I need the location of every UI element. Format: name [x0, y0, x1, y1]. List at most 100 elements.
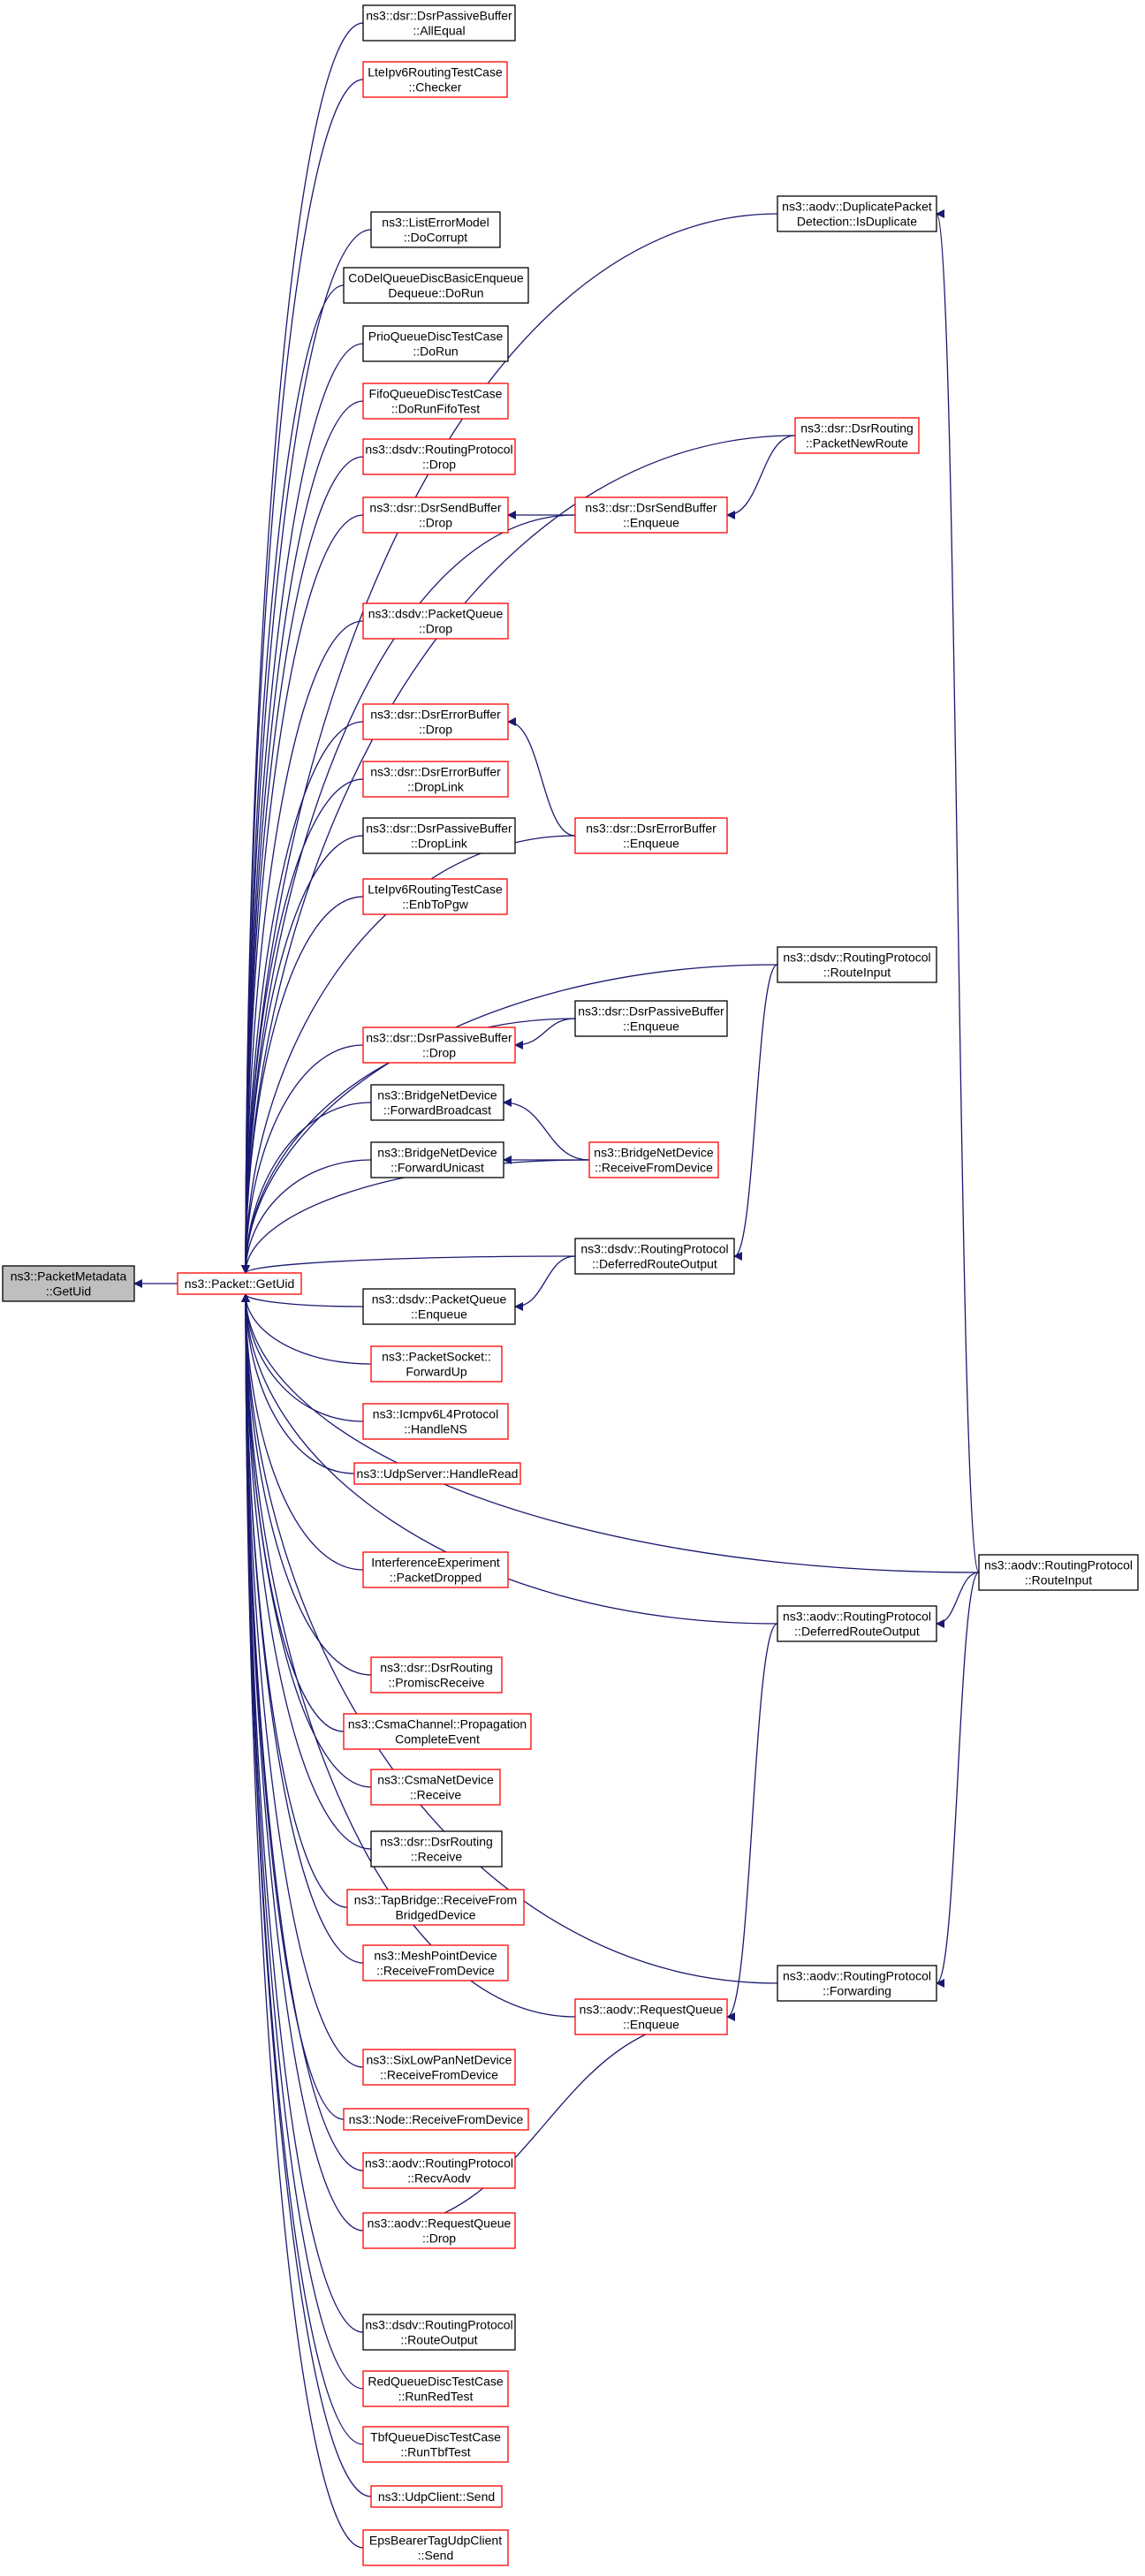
node-label: ns3::UdpServer::HandleRead	[357, 1466, 519, 1481]
node-d6[interactable]: ns3::aodv::RequestQueue::Enqueue	[574, 1998, 728, 2035]
node-d4[interactable]: ns3::BridgeNetDevice::ReceiveFromDevice	[588, 1141, 719, 1178]
node-label: ns3::CsmaNetDevice	[377, 1773, 494, 1787]
node-d1[interactable]: ns3::dsr::DsrSendBuffer::Enqueue	[574, 496, 728, 534]
call-edge-c31-to-getuid	[241, 1293, 364, 2231]
node-label: ns3::dsdv::RoutingProtocol	[365, 443, 512, 457]
call-edge-c29-to-getuid	[241, 1293, 345, 2120]
node-c30[interactable]: ns3::aodv::RoutingProtocol::RecvAodv	[362, 2152, 516, 2189]
node-label: ns3::dsdv::RoutingProtocol	[580, 1242, 728, 1256]
node-c11[interactable]: ns3::dsr::DsrErrorBuffer::DropLink	[362, 761, 509, 798]
node-label: ::DeferredRouteOutput	[794, 1625, 920, 1639]
node-box	[343, 2108, 529, 2131]
call-edge-c19-to-getuid	[241, 1293, 364, 1422]
node-c20[interactable]: ns3::UdpServer::HandleRead	[353, 1462, 521, 1485]
node-getuid[interactable]: ns3::Packet::GetUid	[177, 1272, 302, 1295]
node-box	[343, 267, 529, 304]
node-label: EpsBearerTagUdpClient	[369, 2534, 502, 2548]
node-label: ::Drop	[419, 622, 452, 636]
node-box	[362, 2426, 509, 2463]
node-label: PrioQueueDiscTestCase	[368, 330, 504, 344]
node-label: ns3::Icmpv6L4Protocol	[373, 1407, 498, 1421]
call-edge-c3-to-getuid	[241, 229, 372, 1274]
node-e3[interactable]: ns3::dsdv::RoutingProtocol::RouteInput	[777, 946, 937, 983]
node-c29[interactable]: ns3::Node::ReceiveFromDevice	[343, 2108, 529, 2131]
node-c2[interactable]: LteIpv6RoutingTestCase::Checker	[362, 61, 508, 98]
node-label: ns3::dsr::DsrPassiveBuffer	[366, 822, 512, 836]
node-c8[interactable]: ns3::dsr::DsrSendBuffer::Drop	[362, 496, 509, 534]
node-e4[interactable]: ns3::aodv::RoutingProtocol::DeferredRout…	[777, 1605, 937, 1642]
node-c5[interactable]: PrioQueueDiscTestCase::DoRun	[362, 325, 509, 362]
node-d3[interactable]: ns3::dsr::DsrPassiveBuffer::Enqueue	[574, 1000, 728, 1037]
node-c14[interactable]: ns3::dsr::DsrPassiveBuffer::Drop	[362, 1027, 516, 1064]
node-label: ::Receive	[410, 1788, 462, 1802]
call-edge-c20-to-getuid	[241, 1293, 355, 1474]
node-label: ns3::SixLowPanNetDevice	[367, 2053, 512, 2067]
node-label: ::Drop	[422, 2231, 456, 2246]
node-c32[interactable]: ns3::dsdv::RoutingProtocol::RouteOutput	[362, 2314, 516, 2351]
node-label: ::RouteInput	[823, 966, 891, 980]
node-c36[interactable]: EpsBearerTagUdpClient::Send	[362, 2529, 509, 2566]
node-label: ns3::BridgeNetDevice	[377, 1088, 497, 1102]
node-label: ns3::dsr::DsrErrorBuffer	[586, 822, 717, 836]
node-e5[interactable]: ns3::aodv::RoutingProtocol::Forwarding	[777, 1965, 937, 2002]
call-edge-f1-to-getuid	[241, 1293, 980, 1573]
node-box	[978, 1554, 1139, 1591]
node-c3[interactable]: ns3::ListErrorModel::DoCorrupt	[370, 211, 501, 248]
node-label: BridgedDevice	[395, 1908, 475, 1922]
node-c17[interactable]: ns3::dsdv::PacketQueue::Enqueue	[362, 1288, 516, 1325]
node-c22[interactable]: ns3::dsr::DsrRouting::PromiscReceive	[370, 1656, 503, 1693]
call-edge-c28-to-getuid	[241, 1293, 364, 2068]
node-label: ::Forwarding	[823, 1984, 891, 1998]
call-edge-d2-to-c10	[507, 717, 576, 837]
node-c16[interactable]: ns3::BridgeNetDevice::ForwardUnicast	[370, 1141, 504, 1178]
node-box	[362, 2529, 509, 2566]
call-edge-c8-to-getuid	[241, 514, 364, 1274]
node-label: ::ReceiveFromDevice	[376, 1964, 495, 1978]
node-c15[interactable]: ns3::BridgeNetDevice::ForwardBroadcast	[370, 1084, 504, 1121]
node-box	[343, 1713, 532, 1750]
node-c21[interactable]: InterferenceExperiment::PacketDropped	[362, 1551, 509, 1588]
node-c6[interactable]: FifoQueueDiscTestCase::DoRunFifoTest	[362, 383, 509, 420]
node-label: ::AllEqual	[413, 24, 465, 38]
node-label: ::Checker	[409, 80, 462, 95]
node-box	[346, 1889, 525, 1926]
node-label: ::Enqueue	[623, 516, 679, 530]
node-c1[interactable]: ns3::dsr::DsrPassiveBuffer::AllEqual	[362, 4, 516, 42]
node-label: ns3::dsr::DsrRouting	[380, 1661, 493, 1675]
node-e2[interactable]: ns3::dsr::DsrRouting::PacketNewRoute	[794, 417, 920, 454]
node-f1[interactable]: ns3::aodv::RoutingProtocol::RouteInput	[978, 1554, 1139, 1591]
node-c12[interactable]: ns3::dsr::DsrPassiveBuffer::DropLink	[362, 817, 516, 854]
node-box	[777, 195, 937, 232]
node-c27[interactable]: ns3::MeshPointDevice::ReceiveFromDevice	[362, 1944, 509, 1981]
node-label: ns3::aodv::RequestQueue	[368, 2216, 512, 2231]
call-edge-d5-to-getuid	[241, 1255, 576, 1274]
node-c25[interactable]: ns3::dsr::DsrRouting::Receive	[370, 1830, 503, 1868]
call-edge-c7-to-getuid	[241, 456, 364, 1274]
node-c18[interactable]: ns3::PacketSocket::ForwardUp	[370, 1345, 503, 1383]
node-c33[interactable]: RedQueueDiscTestCase::RunRedTest	[362, 2370, 509, 2407]
node-c31[interactable]: ns3::aodv::RequestQueue::Drop	[362, 2212, 516, 2249]
node-label: ::DropLink	[407, 780, 465, 794]
node-box	[2, 1265, 135, 1302]
node-c35[interactable]: ns3::UdpClient::Send	[370, 2485, 503, 2508]
node-c28[interactable]: ns3::SixLowPanNetDevice::ReceiveFromDevi…	[362, 2049, 516, 2086]
node-label: LteIpv6RoutingTestCase	[368, 65, 503, 80]
node-c19[interactable]: ns3::Icmpv6L4Protocol::HandleNS	[362, 1403, 509, 1440]
node-c7[interactable]: ns3::dsdv::RoutingProtocol::Drop	[362, 438, 516, 475]
node-c13[interactable]: LteIpv6RoutingTestCase::EnbToPgw	[362, 878, 508, 915]
node-e1[interactable]: ns3::aodv::DuplicatePacketDetection::IsD…	[777, 195, 937, 232]
node-c9[interactable]: ns3::dsdv::PacketQueue::Drop	[362, 602, 509, 640]
node-label: TbfQueueDiscTestCase	[370, 2430, 501, 2444]
node-label: ::Enqueue	[623, 1019, 679, 1034]
node-c10[interactable]: ns3::dsr::DsrErrorBuffer::Drop	[362, 703, 509, 740]
call-edge-d5-to-c17	[514, 1255, 576, 1311]
node-d5[interactable]: ns3::dsdv::RoutingProtocol::DeferredRout…	[574, 1238, 735, 1275]
node-c23[interactable]: ns3::CsmaChannel::PropagationCompleteEve…	[343, 1713, 532, 1750]
node-d2[interactable]: ns3::dsr::DsrErrorBuffer::Enqueue	[574, 817, 728, 854]
call-edge-c9-to-getuid	[241, 620, 364, 1274]
node-label: ::Enqueue	[411, 1307, 467, 1322]
node-c24[interactable]: ns3::CsmaNetDevice::Receive	[370, 1769, 501, 1806]
node-c34[interactable]: TbfQueueDiscTestCase::RunTbfTest	[362, 2426, 509, 2463]
